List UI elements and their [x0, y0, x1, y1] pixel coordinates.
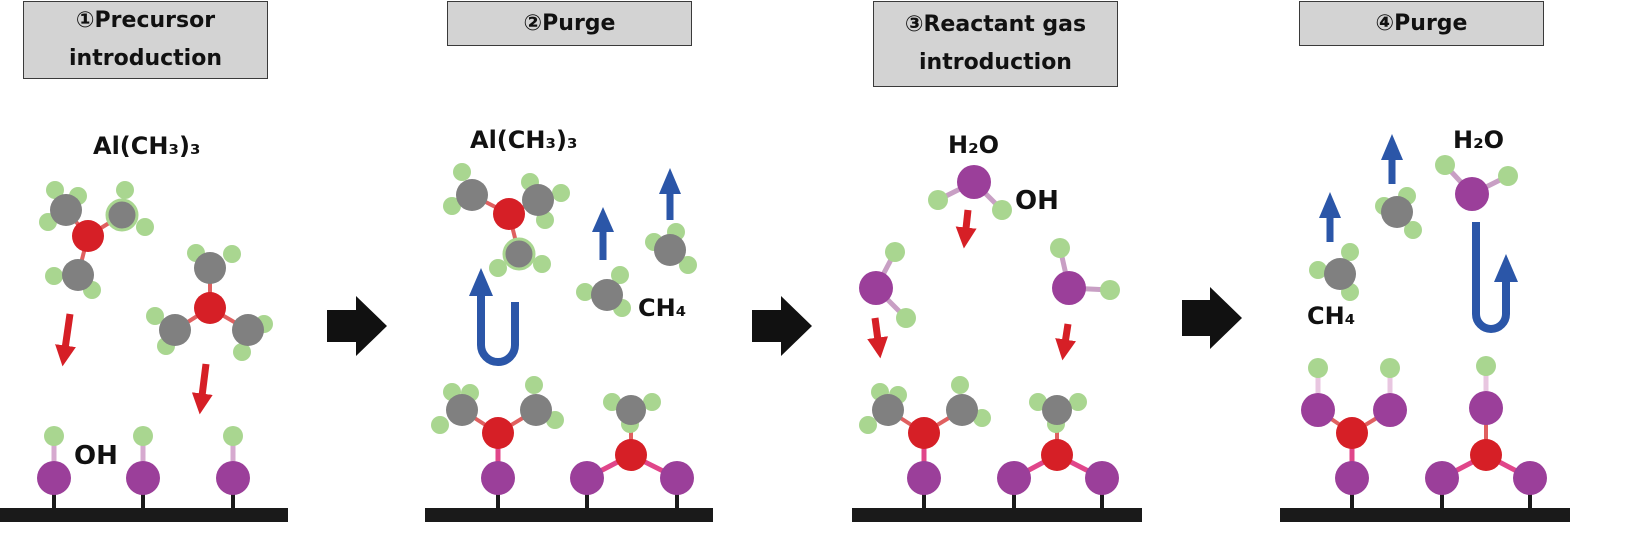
step2-title: ②Purge — [523, 10, 616, 36]
panel2-up-arrows — [592, 168, 681, 260]
panel1-precursor-label: Al(CH₃)₃ — [93, 132, 201, 160]
substrate-panel4 — [1280, 508, 1570, 522]
step3-title: ③Reactant gas introduction — [904, 12, 1087, 75]
panel1-oh-label: OH — [74, 441, 118, 471]
panel4-ch4-molecules — [1309, 187, 1422, 301]
panel3-down-arrows — [867, 209, 1076, 361]
panel4-ch4-label: CH₄ — [1307, 302, 1356, 330]
panel3-water-molecules — [859, 165, 1120, 328]
panel1-tma-molecule-1 — [39, 181, 154, 299]
step4-title: ④Purge — [1375, 10, 1468, 36]
up-arrow-head — [1494, 254, 1518, 282]
panel2-precursor-label: Al(CH₃)₃ — [470, 126, 578, 154]
panel2-return-arrow — [477, 292, 519, 366]
down-arrow — [55, 313, 76, 367]
substrate-panel3 — [852, 508, 1142, 522]
step1-title-box: ①Precursor introduction — [23, 1, 268, 79]
panel3-adsorbed-bridged-aluminum — [997, 393, 1119, 508]
panel4-surface-al-oh-left — [1301, 358, 1407, 508]
substrate-panel2 — [425, 508, 713, 522]
panel1-down-arrows — [55, 313, 213, 415]
substrate-panel1 — [0, 508, 288, 522]
panel4-surface-al-oh-right — [1425, 356, 1547, 508]
step2-title-box: ②Purge — [447, 1, 692, 46]
down-arrow — [191, 363, 213, 415]
panel4-up-arrows — [1319, 134, 1403, 242]
panel2-ch4-label: CH₄ — [638, 294, 687, 322]
panel4-return-arrow — [1472, 222, 1510, 333]
down-arrow — [867, 317, 889, 359]
panel1-surface-hydroxyls — [37, 426, 250, 508]
surface-oh-2 — [126, 426, 160, 508]
step-arrow-3 — [1182, 287, 1242, 349]
step4-title-box: ④Purge — [1299, 1, 1544, 46]
step-arrow-2 — [752, 296, 812, 356]
step-arrow-1 — [327, 296, 387, 356]
surface-oh-3 — [216, 426, 250, 508]
step3-title-box: ③Reactant gas introduction — [873, 1, 1118, 87]
up-arrow-head — [469, 268, 493, 296]
surface-oh-1 — [37, 426, 71, 508]
step1-title: ①Precursor introduction — [69, 8, 222, 71]
panel4-h2o-label: H₂O — [1453, 126, 1504, 154]
down-arrow — [955, 209, 977, 249]
panel3-oh-label: OH — [1015, 186, 1059, 216]
panel3-adsorbed-dimethylaluminum — [859, 376, 991, 508]
panel2-adsorbed-bridged-aluminum — [570, 393, 694, 508]
panel3-h2o-label: H₂O — [948, 131, 999, 159]
panel2-floating-tma — [443, 163, 570, 277]
panel2-adsorbed-dimethylaluminum — [431, 376, 564, 508]
panel1-tma-molecule-2 — [146, 244, 273, 361]
down-arrow — [1055, 323, 1076, 361]
panel2-ch4-molecules — [576, 223, 697, 317]
panel4-water-molecule — [1435, 155, 1518, 211]
